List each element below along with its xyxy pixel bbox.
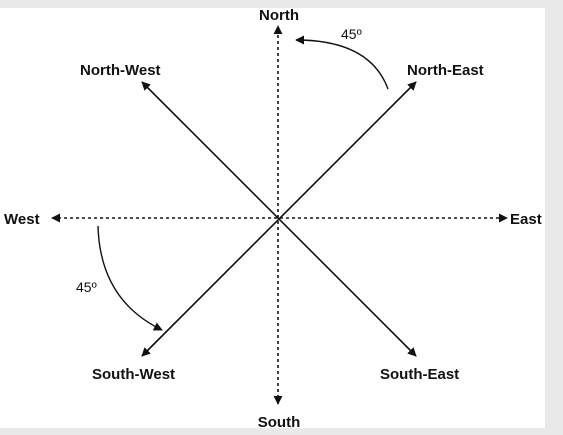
- label-north-west: North-West: [80, 62, 161, 79]
- label-north: North: [259, 7, 299, 24]
- label-east: East: [510, 211, 542, 228]
- angle-label-bottom-left: 45º: [76, 279, 97, 295]
- label-west: West: [4, 211, 40, 228]
- angle-label-top-right: 45º: [341, 26, 362, 42]
- label-south: South: [258, 414, 301, 431]
- label-south-east: South-East: [380, 366, 459, 383]
- label-south-west: South-West: [92, 366, 175, 383]
- label-north-east: North-East: [407, 62, 484, 79]
- angle-arc-top-right: [295, 35, 389, 90]
- nw-se-diagonal: [141, 81, 417, 357]
- angle-arc-bottom-left: [97, 225, 163, 331]
